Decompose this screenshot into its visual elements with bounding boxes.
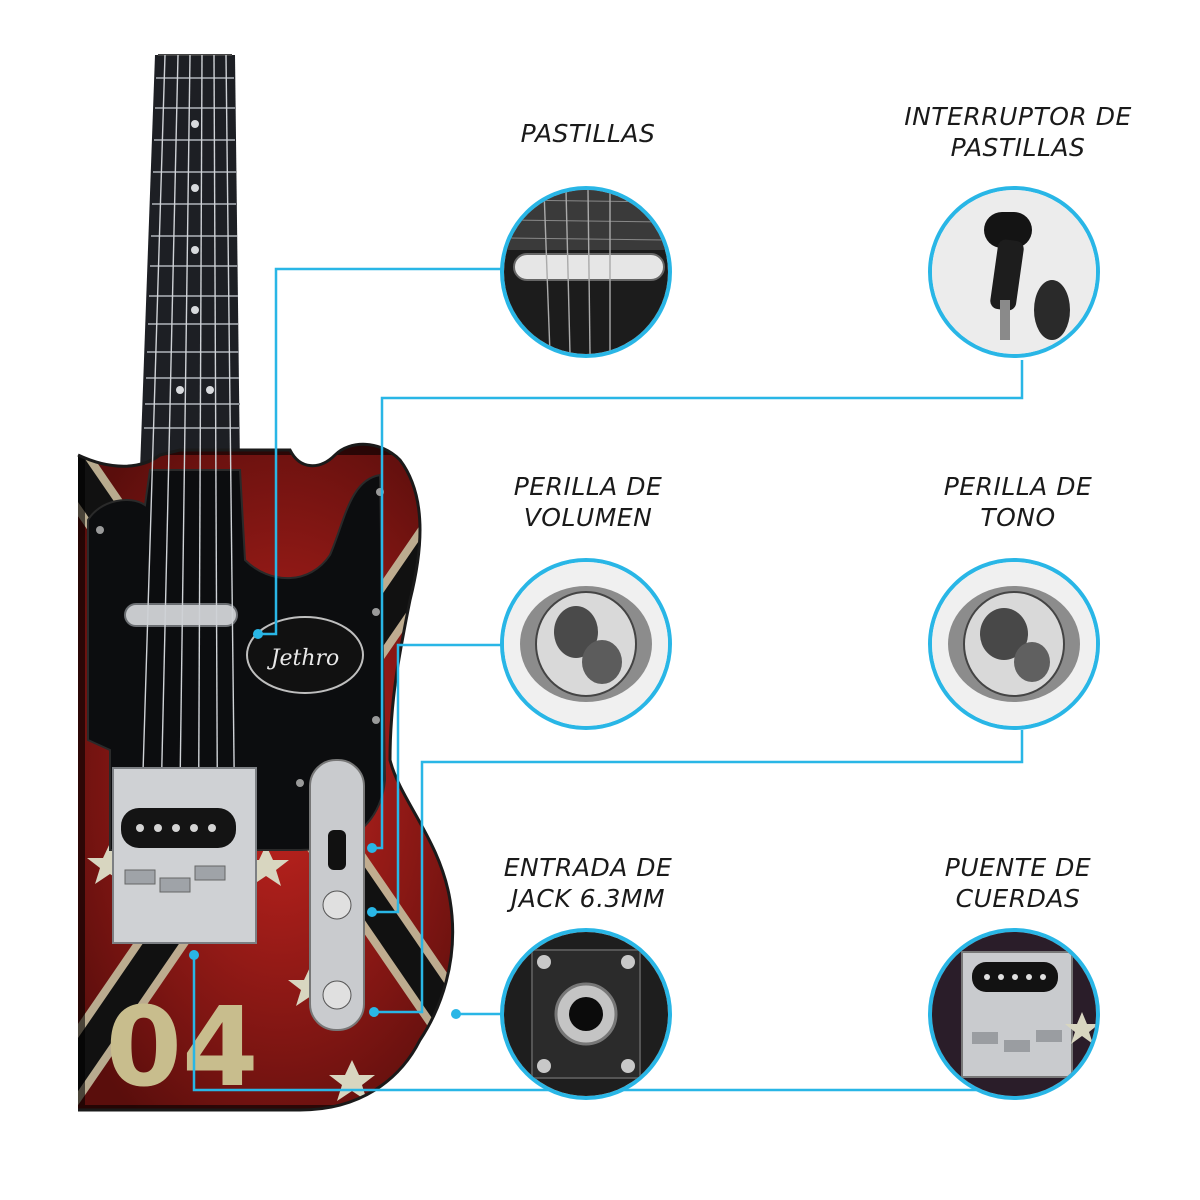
control-plate [309,759,365,1031]
label-puente: PUENTE DE CUERDAS [944,853,1092,913]
pickup-closeup-icon [500,186,672,358]
label-jack: ENTRADA DE JACK 6.3MM [503,853,673,913]
brand-badge: Jethro [246,616,364,694]
neck-pickup [124,603,238,627]
pickup-switch-closeup-icon [928,186,1100,358]
label-tono: PERILLA DE TONO [943,472,1093,532]
label-pastillas: PASTILLAS [520,119,656,148]
jack-input-closeup-icon [500,928,672,1100]
volume-knob-closeup-icon [500,558,672,730]
tone-knob-closeup-icon [928,558,1100,730]
guitar-bridge [112,767,257,944]
label-interruptor: INTERRUPTOR DE PASTILLAS [904,102,1132,162]
brand-name: Jethro [267,646,340,671]
bridge-closeup-icon [928,928,1100,1100]
label-volumen: PERILLA DE VOLUMEN [513,472,663,532]
